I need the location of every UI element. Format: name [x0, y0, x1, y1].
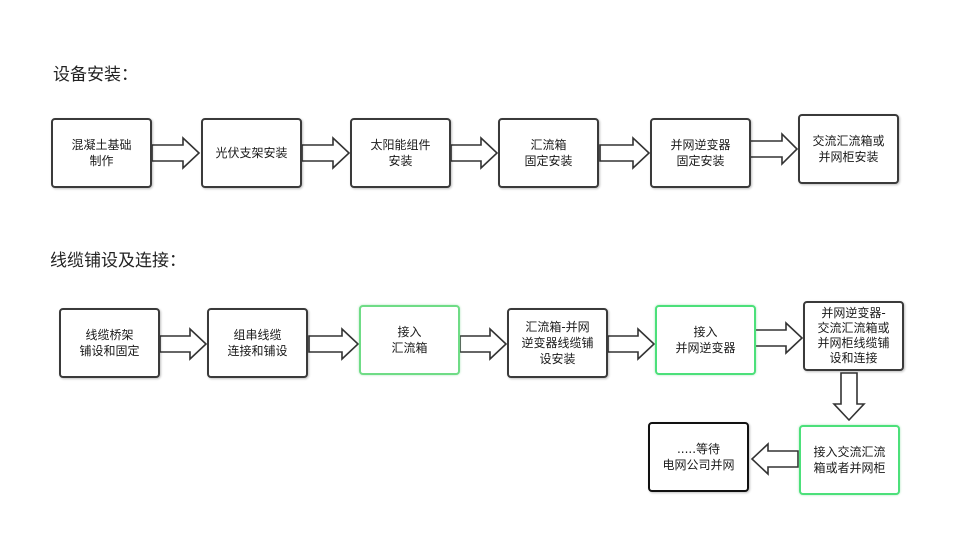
install-step-6: 交流汇流箱或 并网柜安装 [798, 114, 899, 184]
cable-step-5-label: 接入 并网逆变器 [675, 325, 736, 355]
arrow-left [750, 442, 799, 476]
cable-step-3: 接入 汇流箱 [359, 305, 460, 375]
cable-step-8-label: .....等待 电网公司并网 [662, 442, 735, 472]
arrow-right-4 [599, 136, 651, 170]
install-step-4-label: 汇流箱 固定安装 [524, 138, 573, 168]
cable-step-1: 线缆桥架 铺设和固定 [59, 308, 160, 378]
arrow-right-9 [607, 327, 656, 361]
arrow-right-1 [151, 136, 201, 170]
cable-step-6: 并网逆变器- 交流汇流箱或 并网柜线缆铺 设和连接 [803, 301, 904, 371]
cable-step-4-label: 汇流箱-并网 逆变器线缆铺 设安装 [521, 320, 594, 366]
install-step-4: 汇流箱 固定安装 [498, 118, 599, 188]
cable-step-7-label: 接入交流汇流 箱或者并网柜 [813, 445, 886, 475]
arrow-right-2 [301, 136, 351, 170]
install-step-3-label: 太阳能组件 安装 [370, 138, 431, 168]
install-step-5: 并网逆变器 固定安装 [650, 118, 751, 188]
arrow-right-6 [159, 327, 208, 361]
cable-step-2-label: 组串线缆 连接和铺设 [227, 328, 288, 358]
install-step-2-label: 光伏支架安装 [215, 146, 288, 160]
cable-step-4: 汇流箱-并网 逆变器线缆铺 设安装 [507, 308, 608, 378]
install-step-1: 混凝土基础 制作 [51, 118, 152, 188]
install-step-5-label: 并网逆变器 固定安装 [670, 138, 731, 168]
arrow-right-7 [308, 327, 360, 361]
section-title-install: 设备安装： [53, 65, 138, 85]
cable-step-6-label: 并网逆变器- 交流汇流箱或 并网柜线缆铺 设和连接 [817, 306, 890, 365]
install-step-3: 太阳能组件 安装 [350, 118, 451, 188]
cable-step-1-label: 线缆桥架 铺设和固定 [79, 328, 140, 358]
arrow-down [832, 372, 866, 422]
arrow-right-10 [754, 321, 804, 355]
cable-step-3-label: 接入 汇流箱 [391, 325, 428, 355]
install-step-6-label: 交流汇流箱或 并网柜安装 [812, 134, 885, 164]
arrow-right-8 [459, 327, 508, 361]
section-title-cable: 线缆铺设及连接： [50, 251, 186, 271]
arrow-right-3 [450, 136, 499, 170]
arrow-right-5 [749, 132, 799, 166]
install-step-1-label: 混凝土基础 制作 [71, 138, 132, 168]
cable-step-7: 接入交流汇流 箱或者并网柜 [799, 425, 900, 495]
cable-step-2: 组串线缆 连接和铺设 [207, 308, 308, 378]
install-step-2: 光伏支架安装 [201, 118, 302, 188]
cable-step-8: .....等待 电网公司并网 [648, 422, 749, 492]
cable-step-5: 接入 并网逆变器 [655, 305, 756, 375]
